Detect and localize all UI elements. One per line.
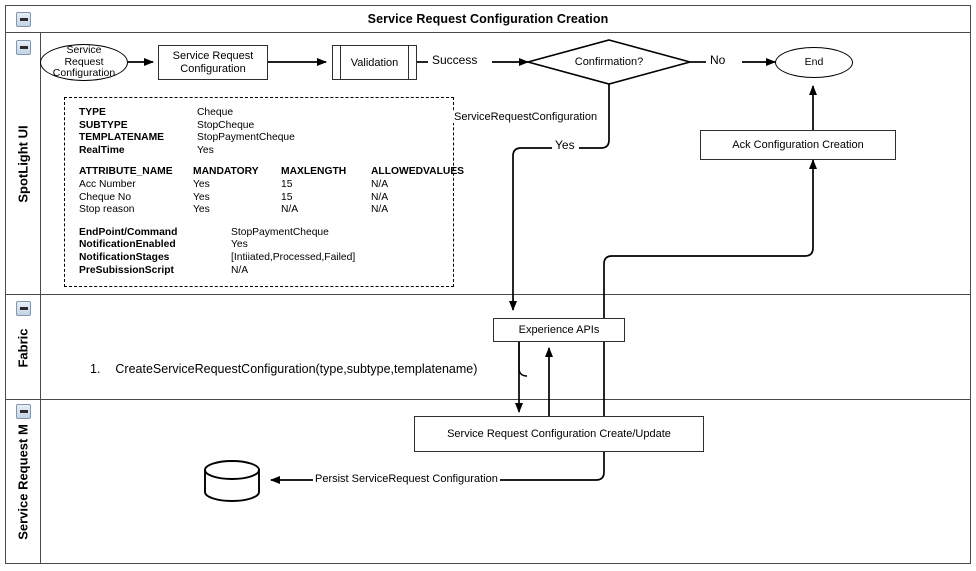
task-experience-apis[interactable]: Experience APIs	[493, 318, 625, 342]
detail-property-row: RealTime Yes	[79, 145, 305, 158]
detail-footer-key: PreSubissionScript	[79, 264, 174, 276]
lane-label-fabric: Fabric	[5, 295, 41, 400]
decision-confirmation[interactable]: Confirmation?	[552, 53, 666, 71]
task-service-request-configuration-create-update[interactable]: Service Request Configuration Create/Upd…	[414, 416, 704, 452]
detail-attributes-cell: N/A	[371, 178, 389, 190]
detail-property-row: TYPE Cheque	[79, 107, 305, 120]
detail-attributes-row: Stop reason Yes N/A N/A	[79, 204, 481, 217]
edge-label-no: No	[708, 53, 728, 67]
detail-footer-row: NotificationEnabled Yes	[79, 239, 365, 252]
lane-label-service-request-ms: Service Request M	[5, 400, 41, 563]
detail-property-value: Cheque	[197, 107, 234, 118]
detail-attributes-cell: N/A	[371, 191, 389, 203]
task-service-request-configuration[interactable]: Service Request Configuration	[158, 45, 268, 80]
detail-attributes-cell: Acc Number	[79, 178, 136, 190]
fabric-list-text: CreateServiceRequestConfiguration(type,s…	[115, 362, 478, 376]
edge-label-service-request-configuration: ServiceRequestConfiguration	[452, 111, 600, 123]
detail-attributes-header-row: ATTRIBUTE_NAME MANDATORY MAXLENGTH ALLOWEDV…	[79, 166, 481, 179]
detail-attributes-header-cell: MANDATORY	[193, 166, 259, 178]
detail-attributes-cell: N/A	[371, 204, 389, 216]
end-event[interactable]: End	[775, 47, 853, 78]
detail-attributes-cell: Yes	[193, 191, 210, 203]
detail-attributes-head: ATTRIBUTE_NAME MANDATORY MAXLENGTH ALLOWEDV…	[79, 166, 481, 179]
detail-footer-value: StopPaymentCheque	[231, 226, 329, 238]
lane-label-spotlight-ui: SpotLight UI	[5, 33, 41, 295]
detail-footer-row: NotificationStages [Intiiated,Processed,F…	[79, 252, 365, 265]
detail-property-value: StopPaymentCheque	[197, 132, 295, 144]
detail-property-row: SUBTYPE StopCheque	[79, 120, 305, 133]
fabric-list-item: 1. CreateServiceRequestConfiguration(typ…	[90, 362, 477, 376]
start-event-service-request-configuration[interactable]: x	[40, 44, 128, 81]
detail-footer-key: NotificationEnabled	[79, 239, 176, 251]
lane-collapse-icon-service-request-ms[interactable]	[16, 404, 31, 419]
page-title: Service Request Configuration Creation	[367, 11, 609, 26]
detail-footer-key: NotificationStages	[79, 251, 170, 263]
lane-collapse-icon-fabric[interactable]	[16, 301, 31, 316]
detail-property-key: SUBTYPE	[79, 119, 128, 131]
detail-attributes-header-cell: ALLOWEDVALUES	[371, 166, 465, 178]
detail-attributes-cell: Stop reason	[79, 204, 135, 216]
detail-attributes-cell: 15	[281, 191, 293, 203]
subprocess-label: Validation	[350, 56, 399, 69]
detail-footer-row: EndPoint/Command StopPaymentCheque	[79, 227, 365, 240]
edge-label-persist: Persist ServiceRequest Configuration	[313, 473, 500, 485]
ack-label: Ack Configuration Creation	[732, 138, 864, 151]
detail-footer-key: EndPoint/Command	[79, 226, 178, 238]
detail-footer-value: N/A	[231, 264, 249, 276]
detail-property-key: RealTime	[79, 144, 125, 156]
subprocess-validation[interactable]: Validation	[332, 45, 417, 80]
detail-property-key: TYPE	[79, 107, 106, 118]
detail-attributes-cell: Yes	[193, 178, 210, 190]
detail-attributes-header-cell: MAXLENGTH	[281, 166, 347, 178]
task-label-line1: Service Request	[172, 49, 254, 62]
fabric-list-number: 1.	[90, 362, 101, 376]
detail-property-row: TEMPLATENAME StopPaymentCheque	[79, 132, 305, 145]
detail-footer-value: Yes	[231, 239, 248, 251]
create-update-label: Service Request Configuration Create/Upd…	[447, 427, 671, 440]
detail-footer-row: PreSubissionScript N/A	[79, 265, 365, 278]
task-label-line2: Configuration	[180, 62, 246, 75]
decision-label: Confirmation?	[574, 56, 644, 68]
pool-header: Service Request Configuration Creation	[5, 5, 971, 33]
detail-attributes-row: Acc Number Yes 15 N/A	[79, 179, 481, 192]
detail-attributes-cell: Yes	[193, 204, 210, 216]
end-event-label: End	[804, 55, 824, 68]
lane-spotlight-ui	[5, 33, 971, 295]
experience-apis-label: Experience APIs	[518, 323, 600, 336]
detail-attributes-cell: 15	[281, 178, 293, 190]
detail-attributes-header-cell: ATTRIBUTE_NAME	[79, 166, 173, 178]
detail-property-value: Yes	[197, 144, 214, 156]
detail-attributes-table: ATTRIBUTE_NAME MANDATORY MAXLENGTH ALLOWEDV…	[79, 166, 481, 216]
detail-property-value: StopCheque	[197, 119, 255, 131]
edge-label-yes: Yes	[553, 138, 577, 152]
detail-attributes-row: Cheque No Yes 15 N/A	[79, 192, 481, 205]
detail-attributes-cell: N/A	[281, 204, 299, 216]
lane-fabric	[5, 295, 971, 400]
pool-collapse-icon[interactable]	[16, 12, 31, 27]
detail-footer-value: [Intiiated,Processed,Failed]	[231, 251, 356, 263]
lane-collapse-icon-spotlight-ui[interactable]	[16, 40, 31, 55]
detail-attributes-cell: Cheque No	[79, 191, 132, 203]
edge-label-success: Success	[430, 53, 480, 67]
detail-property-key: TEMPLATENAME	[79, 132, 165, 144]
task-ack-configuration-creation[interactable]: Ack Configuration Creation	[700, 130, 896, 160]
